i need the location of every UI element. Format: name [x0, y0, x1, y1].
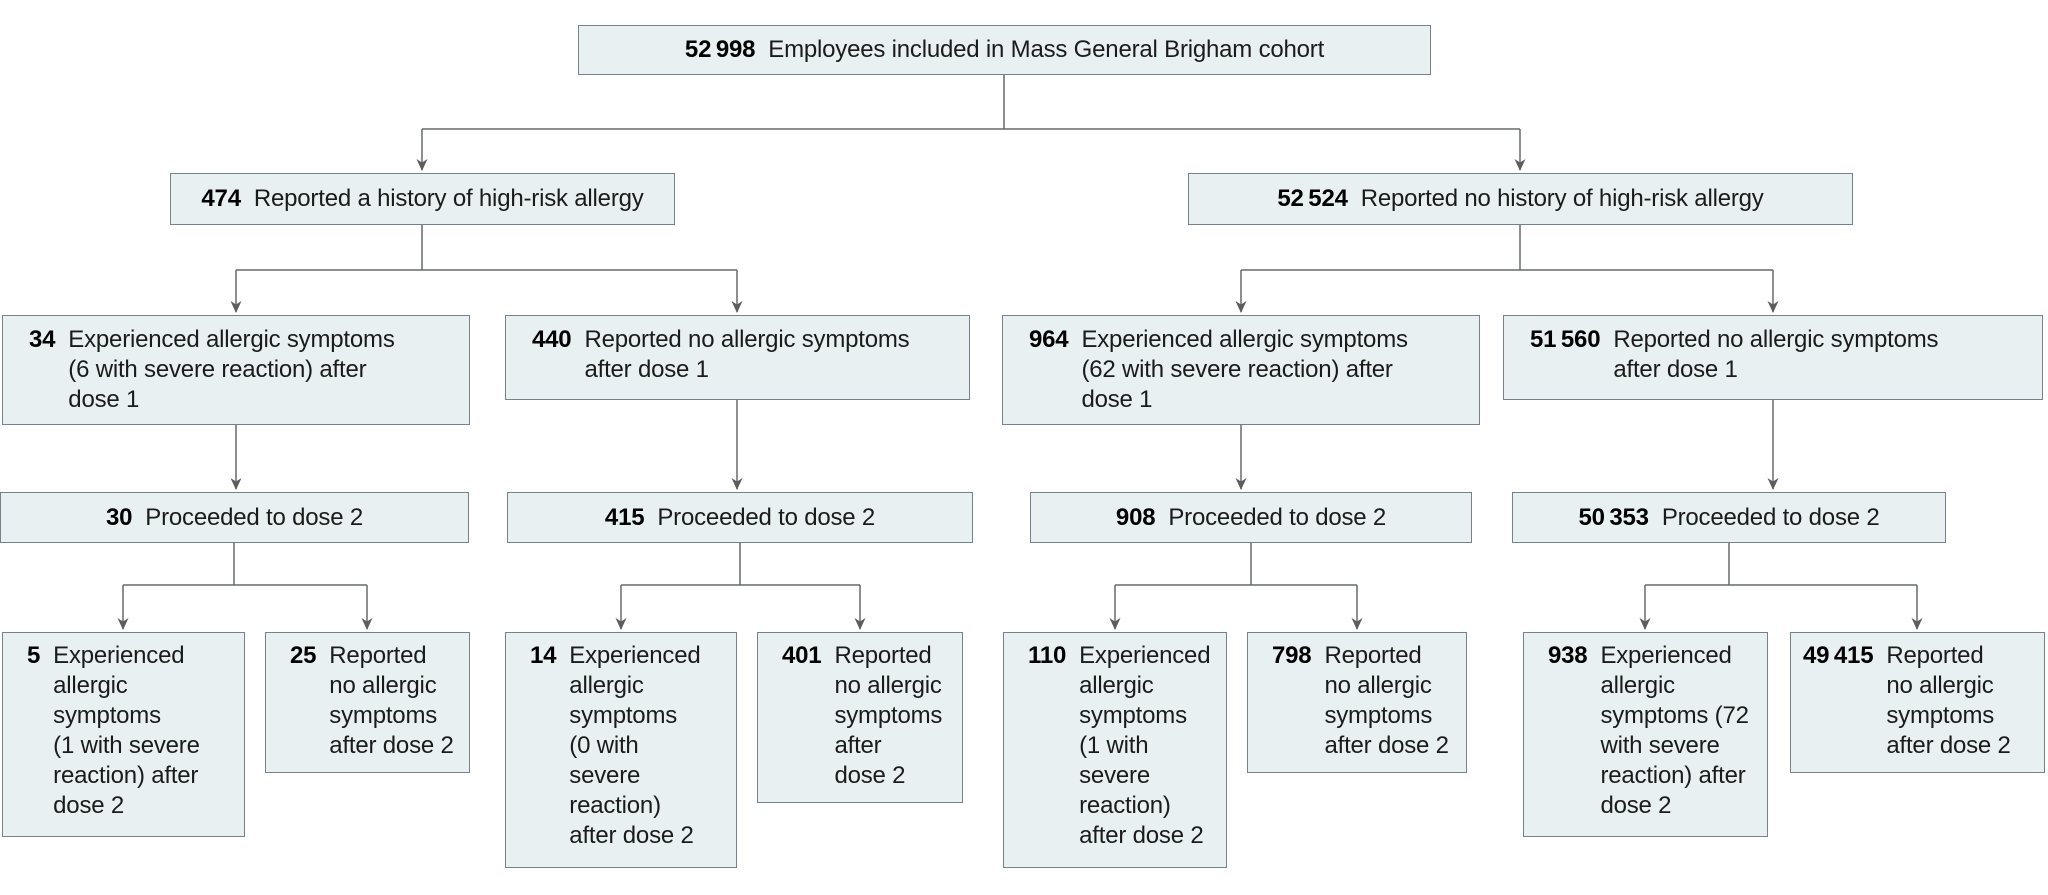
node-label: Reported a history of high-risk allergy [253, 185, 644, 212]
node-number: 51 560 [1530, 326, 1601, 353]
node-label: Reported no allergic symptoms after dose… [329, 642, 454, 759]
node-allergy-history: 474 Reported a history of high-risk alle… [170, 173, 675, 225]
node-dose2-no-symptoms-c: 798 Reported no allergic symptoms after … [1247, 632, 1467, 773]
node-dose2-symptoms-d: 938 Experienced allergic symptoms (72 wi… [1523, 632, 1768, 837]
node-number: 938 [1548, 642, 1588, 669]
node-label: Experienced allergic symptoms (1 with se… [1079, 642, 1211, 849]
node-label: Experienced allergic symptoms (72 with s… [1600, 642, 1749, 819]
node-number: 908 [1115, 503, 1156, 531]
node-label: Experienced allergic symptoms (6 with se… [68, 326, 395, 413]
node-label: Experienced allergic symptoms (1 with se… [53, 642, 200, 819]
node-dose2-symptoms-a: 5 Experienced allergic symptoms (1 with … [2, 632, 245, 837]
node-dose2-symptoms-c: 110 Experienced allergic symptoms (1 wit… [1003, 632, 1227, 868]
node-label: Employees included in Mass General Brigh… [768, 36, 1325, 63]
node-number: 52 998 [684, 36, 756, 63]
node-number: 798 [1272, 642, 1312, 669]
node-label: Proceeded to dose 2 [1168, 503, 1387, 531]
node-dose1-no-symptoms-nohighrisk: 51 560 Reported no allergic symptoms aft… [1503, 315, 2043, 400]
node-number: 964 [1029, 326, 1069, 353]
node-dose2-symptoms-b: 14 Experienced allergic symptoms (0 with… [505, 632, 737, 868]
node-label: Proceeded to dose 2 [1661, 503, 1880, 531]
node-label: Experienced allergic symptoms (0 with se… [569, 642, 701, 849]
node-number: 401 [782, 642, 822, 669]
node-cohort: 52 998 Employees included in Mass Genera… [578, 25, 1431, 75]
node-number: 5 [27, 642, 41, 669]
node-proceeded-dose2-b: 415 Proceeded to dose 2 [507, 492, 973, 543]
node-no-allergy-history: 52 524 Reported no history of high-risk … [1188, 173, 1853, 225]
node-number: 415 [604, 503, 645, 531]
node-label: Reported no history of high-risk allergy [1360, 185, 1764, 212]
node-label: Experienced allergic symptoms (62 with s… [1081, 326, 1408, 413]
node-proceeded-dose2-a: 30 Proceeded to dose 2 [0, 492, 469, 543]
node-proceeded-dose2-c: 908 Proceeded to dose 2 [1030, 492, 1472, 543]
node-dose2-no-symptoms-a: 25 Reported no allergic symptoms after d… [265, 632, 470, 773]
node-label: Proceeded to dose 2 [145, 503, 363, 531]
node-dose1-no-symptoms-highrisk: 440 Reported no allergic symptoms after … [505, 315, 970, 400]
node-number: 474 [201, 185, 241, 212]
node-label: Reported no allergic symptoms after dose… [584, 326, 910, 383]
node-number: 25 [290, 642, 317, 669]
node-dose1-symptoms-highrisk: 34 Experienced allergic symptoms (6 with… [2, 315, 470, 425]
node-number: 14 [530, 642, 557, 669]
node-label: Reported no allergic symptoms after dose… [834, 642, 943, 789]
node-number: 440 [532, 326, 572, 353]
node-number: 52 524 [1277, 185, 1348, 212]
node-number: 110 [1028, 642, 1067, 669]
node-dose2-no-symptoms-d: 49 415 Reported no allergic symptoms aft… [1790, 632, 2045, 773]
node-number: 50 353 [1578, 503, 1649, 531]
node-label: Proceeded to dose 2 [657, 503, 876, 531]
node-number: 30 [106, 503, 133, 531]
node-proceeded-dose2-d: 50 353 Proceeded to dose 2 [1512, 492, 1946, 543]
node-label: Reported no allergic symptoms after dose… [1324, 642, 1449, 759]
node-label: Reported no allergic symptoms after dose… [1886, 642, 2011, 759]
node-dose2-no-symptoms-b: 401 Reported no allergic symptoms after … [757, 632, 963, 803]
node-number: 34 [29, 326, 56, 353]
node-dose1-symptoms-nohighrisk: 964 Experienced allergic symptoms (62 wi… [1002, 315, 1480, 425]
node-label: Reported no allergic symptoms after dose… [1613, 326, 1939, 383]
node-number: 49 415 [1803, 642, 1874, 669]
